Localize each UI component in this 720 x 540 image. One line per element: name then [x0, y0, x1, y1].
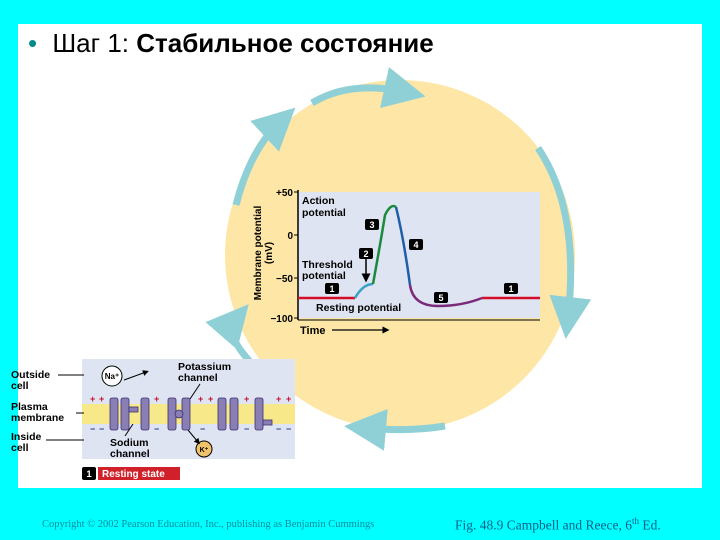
copyright-footer: Copyright © 2002 Pearson Education, Inc.… — [42, 519, 375, 530]
threshold-label-1: Threshold — [302, 259, 353, 271]
minus-sign-7: − — [286, 424, 291, 434]
plus-sign-5: + — [208, 394, 213, 404]
citation-footer: Fig. 48.9 Campbell and Reece, 6th Ed. — [455, 516, 661, 534]
ytick-label-0: 0 — [287, 231, 293, 242]
plus-sign-3: + — [154, 394, 159, 404]
plus-sign-4: + — [198, 394, 203, 404]
resting-state-label: Resting state — [102, 469, 165, 480]
action-potential-label-1: Action — [302, 195, 335, 207]
minus-sign-5: − — [244, 424, 249, 434]
cycle-arrow-right — [535, 146, 592, 339]
threshold-segment — [353, 282, 374, 299]
action-potential-label-2: potential — [302, 207, 346, 219]
sodium-channel-leader — [124, 423, 134, 437]
minus-sign-2: − — [99, 424, 104, 434]
resting-state-tag: 1 Resting state — [82, 467, 180, 480]
minus-sign-4: − — [200, 424, 205, 434]
channel-protein-3 — [140, 397, 150, 431]
title-bold: Стабильное состояние — [136, 28, 434, 58]
step-marker-2-text: 2 — [363, 249, 368, 259]
minus-sign-6: − — [276, 424, 281, 434]
repolarization-segment — [394, 206, 412, 286]
sodium-ion-arrow — [123, 370, 149, 381]
channel-gate-1 — [128, 406, 139, 413]
plasma-membrane-label-2: membrane — [11, 412, 64, 424]
plus-sign-8: + — [286, 394, 291, 404]
resting-state-label-box — [98, 467, 180, 480]
step-marker-3: 3 — [365, 219, 379, 230]
step-marker-1-end-text: 1 — [508, 284, 513, 294]
y-axis-unit: (mV) — [264, 242, 275, 264]
channel-protein-2 — [120, 397, 130, 431]
channel-protein-6 — [217, 397, 227, 431]
outside-cell-label-2: cell — [11, 380, 29, 392]
step-marker-3-text: 3 — [369, 220, 374, 230]
channel-gate-2 — [174, 409, 184, 419]
citation-end: Ed. — [638, 517, 661, 533]
ytick-label-50: +50 — [276, 188, 293, 199]
ytick-label-minus100: −100 — [270, 314, 293, 325]
step-marker-4-text: 4 — [413, 240, 418, 250]
title-prefix: Шаг 1: — [52, 28, 130, 58]
channel-protein-8 — [254, 397, 264, 431]
cycle-arrow-bottom — [344, 408, 446, 451]
x-axis-label: Time — [300, 325, 325, 337]
potassium-channel-label-2: channel — [178, 372, 218, 384]
sodium-channel-label-1: Sodium — [110, 437, 149, 449]
citation-text: Fig. 48.9 Campbell and Reece, 6 — [455, 517, 632, 533]
channel-protein-1 — [109, 397, 119, 431]
step-marker-4: 4 — [409, 239, 423, 250]
potassium-channel-label-1: Potassium — [178, 361, 231, 373]
step-marker-1-text: 1 — [329, 284, 334, 294]
ytick-label-minus50: −50 — [276, 274, 293, 285]
potassium-ion-label: K⁺ — [200, 447, 209, 454]
cycle-arrow-top — [310, 67, 426, 109]
step-marker-1-end: 1 — [504, 283, 518, 294]
sodium-ion — [101, 365, 123, 387]
plus-sign-6: + — [244, 394, 249, 404]
potassium-channel-leader — [189, 383, 201, 400]
potassium-ion-arrow — [187, 429, 200, 445]
plus-sign-1: + — [90, 394, 95, 404]
cycle-arrow-upper-left — [232, 107, 296, 206]
resting-potential-label: Resting potential — [316, 302, 401, 314]
inside-cell-label-1: Inside — [11, 431, 42, 443]
channel-protein-7 — [229, 397, 239, 431]
step-marker-2: 2 — [359, 248, 373, 259]
threshold-label-2: potential — [302, 270, 346, 282]
plasma-membrane-label-1: Plasma — [11, 401, 48, 413]
channel-gate-3 — [262, 419, 273, 426]
minus-sign-1: − — [90, 424, 95, 434]
resting-state-number-box — [82, 467, 96, 480]
sodium-ion-label: Na⁺ — [105, 372, 119, 381]
undershoot-segment — [408, 284, 483, 308]
outside-cell-label-1: Outside — [11, 369, 50, 381]
y-axis-label: Membrane potential — [253, 206, 264, 301]
inside-cell-label-2: cell — [11, 442, 29, 454]
slide-title: • Шаг 1: Стабильное состояние — [28, 28, 434, 59]
plus-sign-7: + — [276, 394, 281, 404]
minus-sign-3: − — [154, 424, 159, 434]
title-bullet: • — [28, 28, 38, 58]
plus-sign-2: + — [99, 394, 104, 404]
step-marker-5: 5 — [434, 292, 448, 303]
potassium-ion — [195, 440, 213, 458]
resting-state-number: 1 — [86, 469, 92, 480]
citation-superscript: th — [631, 516, 639, 526]
sodium-channel-label-2: channel — [110, 448, 150, 460]
depolarization-segment — [371, 204, 397, 285]
step-marker-5-text: 5 — [438, 293, 443, 303]
step-marker-1: 1 — [325, 283, 339, 294]
